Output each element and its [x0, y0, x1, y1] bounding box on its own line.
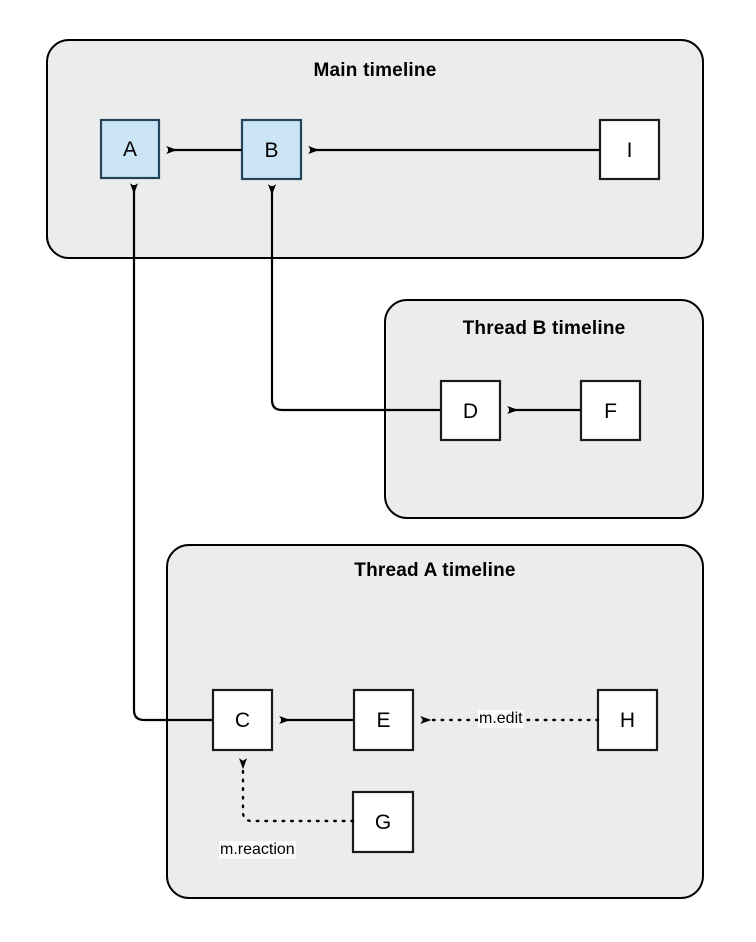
node-label-F: F — [604, 400, 617, 423]
node-box-C[interactable] — [211, 688, 274, 752]
node-label-C: C — [234, 709, 251, 732]
node-label-G: G — [374, 811, 392, 834]
edge-c-to-a — [130, 183, 213, 722]
node-box-A[interactable] — [99, 118, 161, 180]
node-label-E: E — [376, 709, 391, 732]
node-box-D[interactable] — [439, 379, 502, 442]
edge-d-to-b — [268, 184, 441, 412]
edge-label-m-edit: m.edit — [478, 710, 524, 729]
group-title-main-timeline: Main timeline — [313, 60, 437, 81]
node-box-F[interactable] — [579, 379, 642, 442]
group-thread-a-timeline — [166, 544, 704, 899]
node-label-D: D — [462, 400, 479, 423]
node-label-H: H — [619, 709, 636, 732]
node-label-I: I — [626, 139, 633, 162]
group-title-thread-b-timeline: Thread B timeline — [462, 318, 626, 339]
node-box-B[interactable] — [240, 118, 303, 181]
edge-label-m-reaction: m.reaction — [219, 841, 296, 860]
group-title-thread-a-timeline: Thread A timeline — [354, 560, 516, 581]
node-label-A: A — [122, 138, 137, 161]
node-box-E[interactable] — [352, 688, 415, 752]
node-box-G[interactable] — [351, 790, 415, 854]
node-label-B: B — [264, 139, 279, 162]
